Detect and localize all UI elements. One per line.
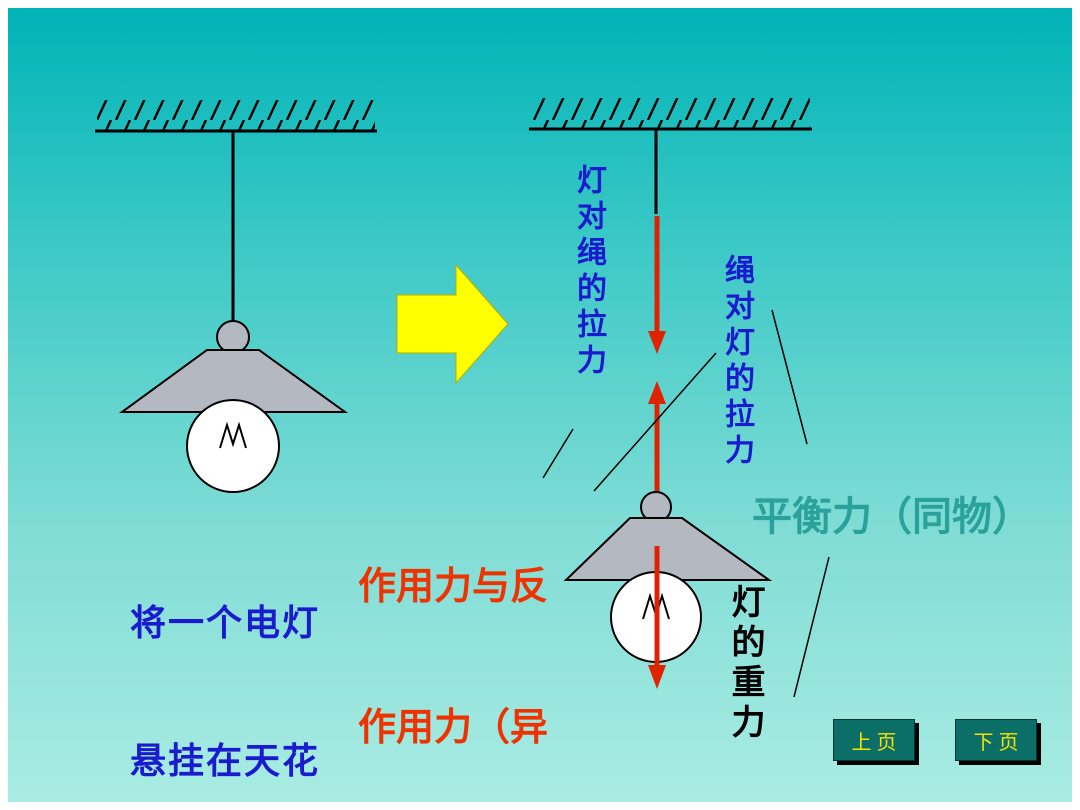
balanced-forces-annotation: 平衡力（同物） [752, 494, 1032, 539]
left-caption: 将一个电灯 悬挂在天花 板上 [130, 508, 320, 810]
caption-line: 悬挂在天花 [130, 741, 321, 781]
next-page-button[interactable]: 下 页 [955, 719, 1037, 761]
caption-line: 将一个电灯 [130, 603, 321, 643]
prev-page-button[interactable]: 上 页 [833, 719, 915, 761]
label-lamp-on-rope: 灯对绳的拉力 [572, 164, 605, 380]
label-rope-on-lamp: 绳对灯的拉力 [720, 254, 753, 470]
action-reaction-annotation: 作用力与反 作用力（异 物） [358, 470, 548, 810]
label-gravity: 灯的重力 [726, 584, 763, 744]
action-reaction-line: 作用力与反 [358, 566, 549, 608]
action-reaction-line: 作用力（异 [358, 707, 549, 749]
